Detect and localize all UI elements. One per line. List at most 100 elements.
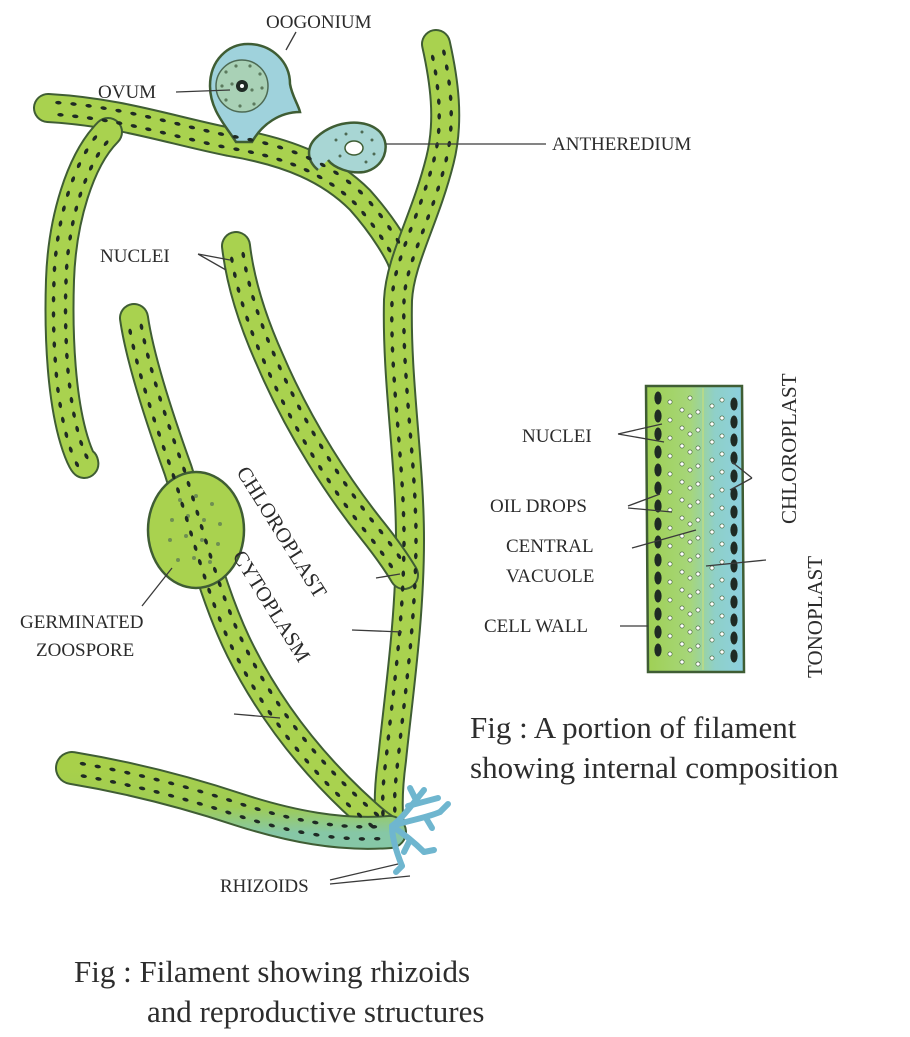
chloroplast xyxy=(345,802,352,808)
inset-oil-drop xyxy=(695,589,701,595)
chloroplast xyxy=(143,387,148,394)
inset-oil-drop xyxy=(719,577,725,583)
inset-oil-drop xyxy=(687,557,693,563)
chloroplast xyxy=(75,425,80,433)
label-nuclei-main: NUCLEI xyxy=(100,246,170,267)
chloroplast xyxy=(52,265,57,273)
inset-oil-drop xyxy=(679,497,685,503)
chloroplast xyxy=(267,688,273,694)
chloroplast xyxy=(84,453,89,460)
chloroplast xyxy=(72,114,79,119)
chloroplast xyxy=(204,538,208,545)
inset-oil-drop xyxy=(709,511,715,517)
inset-oil-drop xyxy=(687,431,693,437)
inset-oil-drop xyxy=(679,407,685,413)
inset-oil-drop xyxy=(679,461,685,467)
label-chloroplast-inset: CHLOROPLAST xyxy=(777,373,801,524)
inset-chloroplast xyxy=(730,649,738,663)
inset-oil-drop xyxy=(695,535,701,541)
chloroplast xyxy=(396,553,402,559)
inset-oil-drop xyxy=(679,605,685,611)
chloroplast xyxy=(420,228,425,235)
chloroplast xyxy=(167,793,175,798)
inset-chloroplast xyxy=(730,559,738,573)
chloroplast xyxy=(318,464,323,471)
chloroplast xyxy=(207,587,212,594)
inset-chloroplast xyxy=(654,625,662,639)
chloroplast xyxy=(432,156,436,163)
chloroplast xyxy=(233,622,238,629)
inset-oil-drop xyxy=(679,569,685,575)
inset-oil-drop xyxy=(719,595,725,601)
chloroplast xyxy=(243,671,249,677)
label-antheredium: ANTHEREDIUM xyxy=(552,134,691,155)
chloroplast xyxy=(368,200,374,207)
leader-chloroplast-inset xyxy=(729,461,753,491)
chloroplast xyxy=(236,657,241,664)
chloroplast xyxy=(448,94,453,101)
chloroplast xyxy=(56,386,60,394)
inset-oil-drop xyxy=(667,615,673,621)
inset-oil-drop xyxy=(667,597,673,603)
inset-oil-drop xyxy=(687,575,693,581)
filament-branch xyxy=(373,29,461,840)
chloroplast xyxy=(197,559,202,566)
chloroplast xyxy=(408,432,413,439)
chloroplast xyxy=(373,836,381,841)
chloroplast xyxy=(394,406,399,413)
chloroplast xyxy=(70,102,77,106)
chloroplast xyxy=(341,781,347,787)
chloroplast xyxy=(184,515,189,523)
chloroplast xyxy=(430,54,435,62)
chloroplast xyxy=(72,411,76,418)
filament-branch xyxy=(33,93,417,277)
chloroplast xyxy=(70,219,75,227)
chloroplast xyxy=(109,780,117,784)
inset-oil-drop xyxy=(709,475,715,481)
chloroplast xyxy=(406,402,410,409)
chloroplast xyxy=(393,674,397,682)
chloroplast xyxy=(85,103,92,108)
chloroplast xyxy=(378,234,384,241)
inset-chloroplast xyxy=(654,391,662,405)
chloroplast xyxy=(341,824,348,828)
chloroplast xyxy=(225,810,232,815)
chloroplast xyxy=(395,762,400,769)
chloroplast xyxy=(393,777,398,784)
inset-oil-drop xyxy=(687,485,693,491)
inset-oil-drop xyxy=(709,565,715,571)
chloroplast xyxy=(196,801,203,806)
chloroplast xyxy=(448,125,453,132)
chloroplast xyxy=(401,555,406,562)
chloroplast xyxy=(356,812,363,818)
chloroplast xyxy=(186,480,191,488)
chloroplast xyxy=(227,609,232,616)
inset-oil-drop xyxy=(709,619,715,625)
chloroplast xyxy=(199,523,204,531)
chloroplast xyxy=(395,421,400,428)
chloroplast xyxy=(444,64,449,71)
chloroplast xyxy=(401,313,406,320)
chloroplast xyxy=(386,246,392,253)
chloroplast xyxy=(405,673,410,680)
chloroplast xyxy=(331,770,337,776)
chloroplast xyxy=(68,446,73,453)
chloroplast xyxy=(276,157,283,162)
inset-oil-drop xyxy=(695,463,701,469)
chloroplast xyxy=(378,212,384,219)
inset-oil-drop xyxy=(719,505,725,511)
chloroplast xyxy=(399,466,403,473)
chloroplast xyxy=(176,487,181,494)
chloroplast xyxy=(153,790,160,794)
inset-oil-drop xyxy=(687,449,693,455)
inset-chloroplast xyxy=(654,553,662,567)
chloroplast xyxy=(414,537,418,545)
chloroplast xyxy=(188,137,196,142)
chloroplast xyxy=(397,747,401,754)
chloroplast xyxy=(396,644,400,652)
chloroplast xyxy=(217,132,225,136)
inset-oil-drop xyxy=(695,517,701,523)
leader-ovum xyxy=(175,89,231,93)
chloroplast xyxy=(166,459,171,466)
chloroplast xyxy=(314,769,320,775)
